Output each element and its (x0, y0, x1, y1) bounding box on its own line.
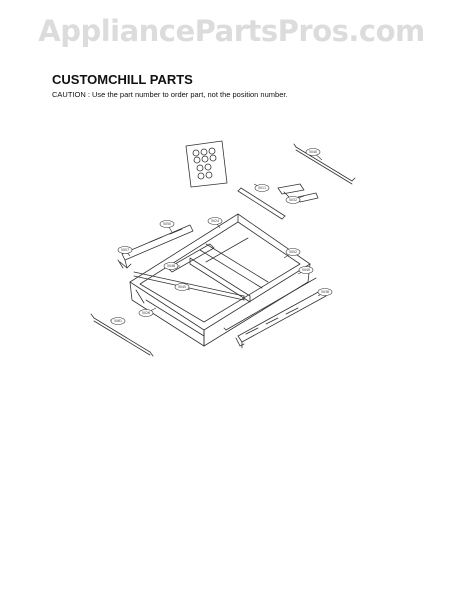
drawer-tray (129, 213, 311, 347)
callout-label: 5026 (142, 311, 150, 315)
callout-label: 5024 (211, 219, 219, 223)
callout-bubble (317, 288, 333, 296)
callout-bubble (254, 184, 270, 192)
rod-bottom-left (90, 313, 154, 357)
fastener-pack (185, 140, 228, 188)
center-rail (237, 183, 319, 220)
callout-bubble (159, 220, 175, 228)
callout-label: 5045 (178, 285, 186, 289)
right-slide-rail (235, 289, 327, 349)
callout-bubble (298, 266, 314, 274)
watermark: AppliancePartsPros.com (38, 14, 425, 48)
drawer-dividers (167, 237, 269, 303)
callout-bubble (110, 317, 126, 325)
callout-label: 5050 (163, 222, 171, 226)
callout-bubble (207, 217, 223, 225)
callout-bubble (285, 248, 301, 256)
callout-bubble (174, 283, 190, 291)
callout-bubble (285, 196, 301, 204)
callout-bubble (305, 148, 321, 156)
callout-label: 5057 (121, 248, 129, 252)
rod-right (223, 277, 317, 331)
callout-label: 5011 (258, 186, 266, 190)
callout-label: 5052 (289, 250, 297, 254)
page-title: CUSTOMCHILL PARTS (52, 72, 193, 87)
callout-label: 5061 (114, 319, 122, 323)
callout-label: 5032 (289, 198, 297, 202)
caution-note: CAUTION : Use the part number to order p… (52, 90, 288, 99)
callout-bubble (163, 262, 179, 270)
callout-label: 5040 (309, 150, 317, 154)
callout-bubble (117, 246, 133, 254)
left-slide-rail (117, 224, 194, 269)
callout-bubble (138, 309, 154, 317)
rod-top-right (293, 143, 356, 185)
callout-label: 5040 (302, 268, 310, 272)
callout-label: 5038 (321, 290, 329, 294)
callout-label: 5048 (167, 264, 175, 268)
